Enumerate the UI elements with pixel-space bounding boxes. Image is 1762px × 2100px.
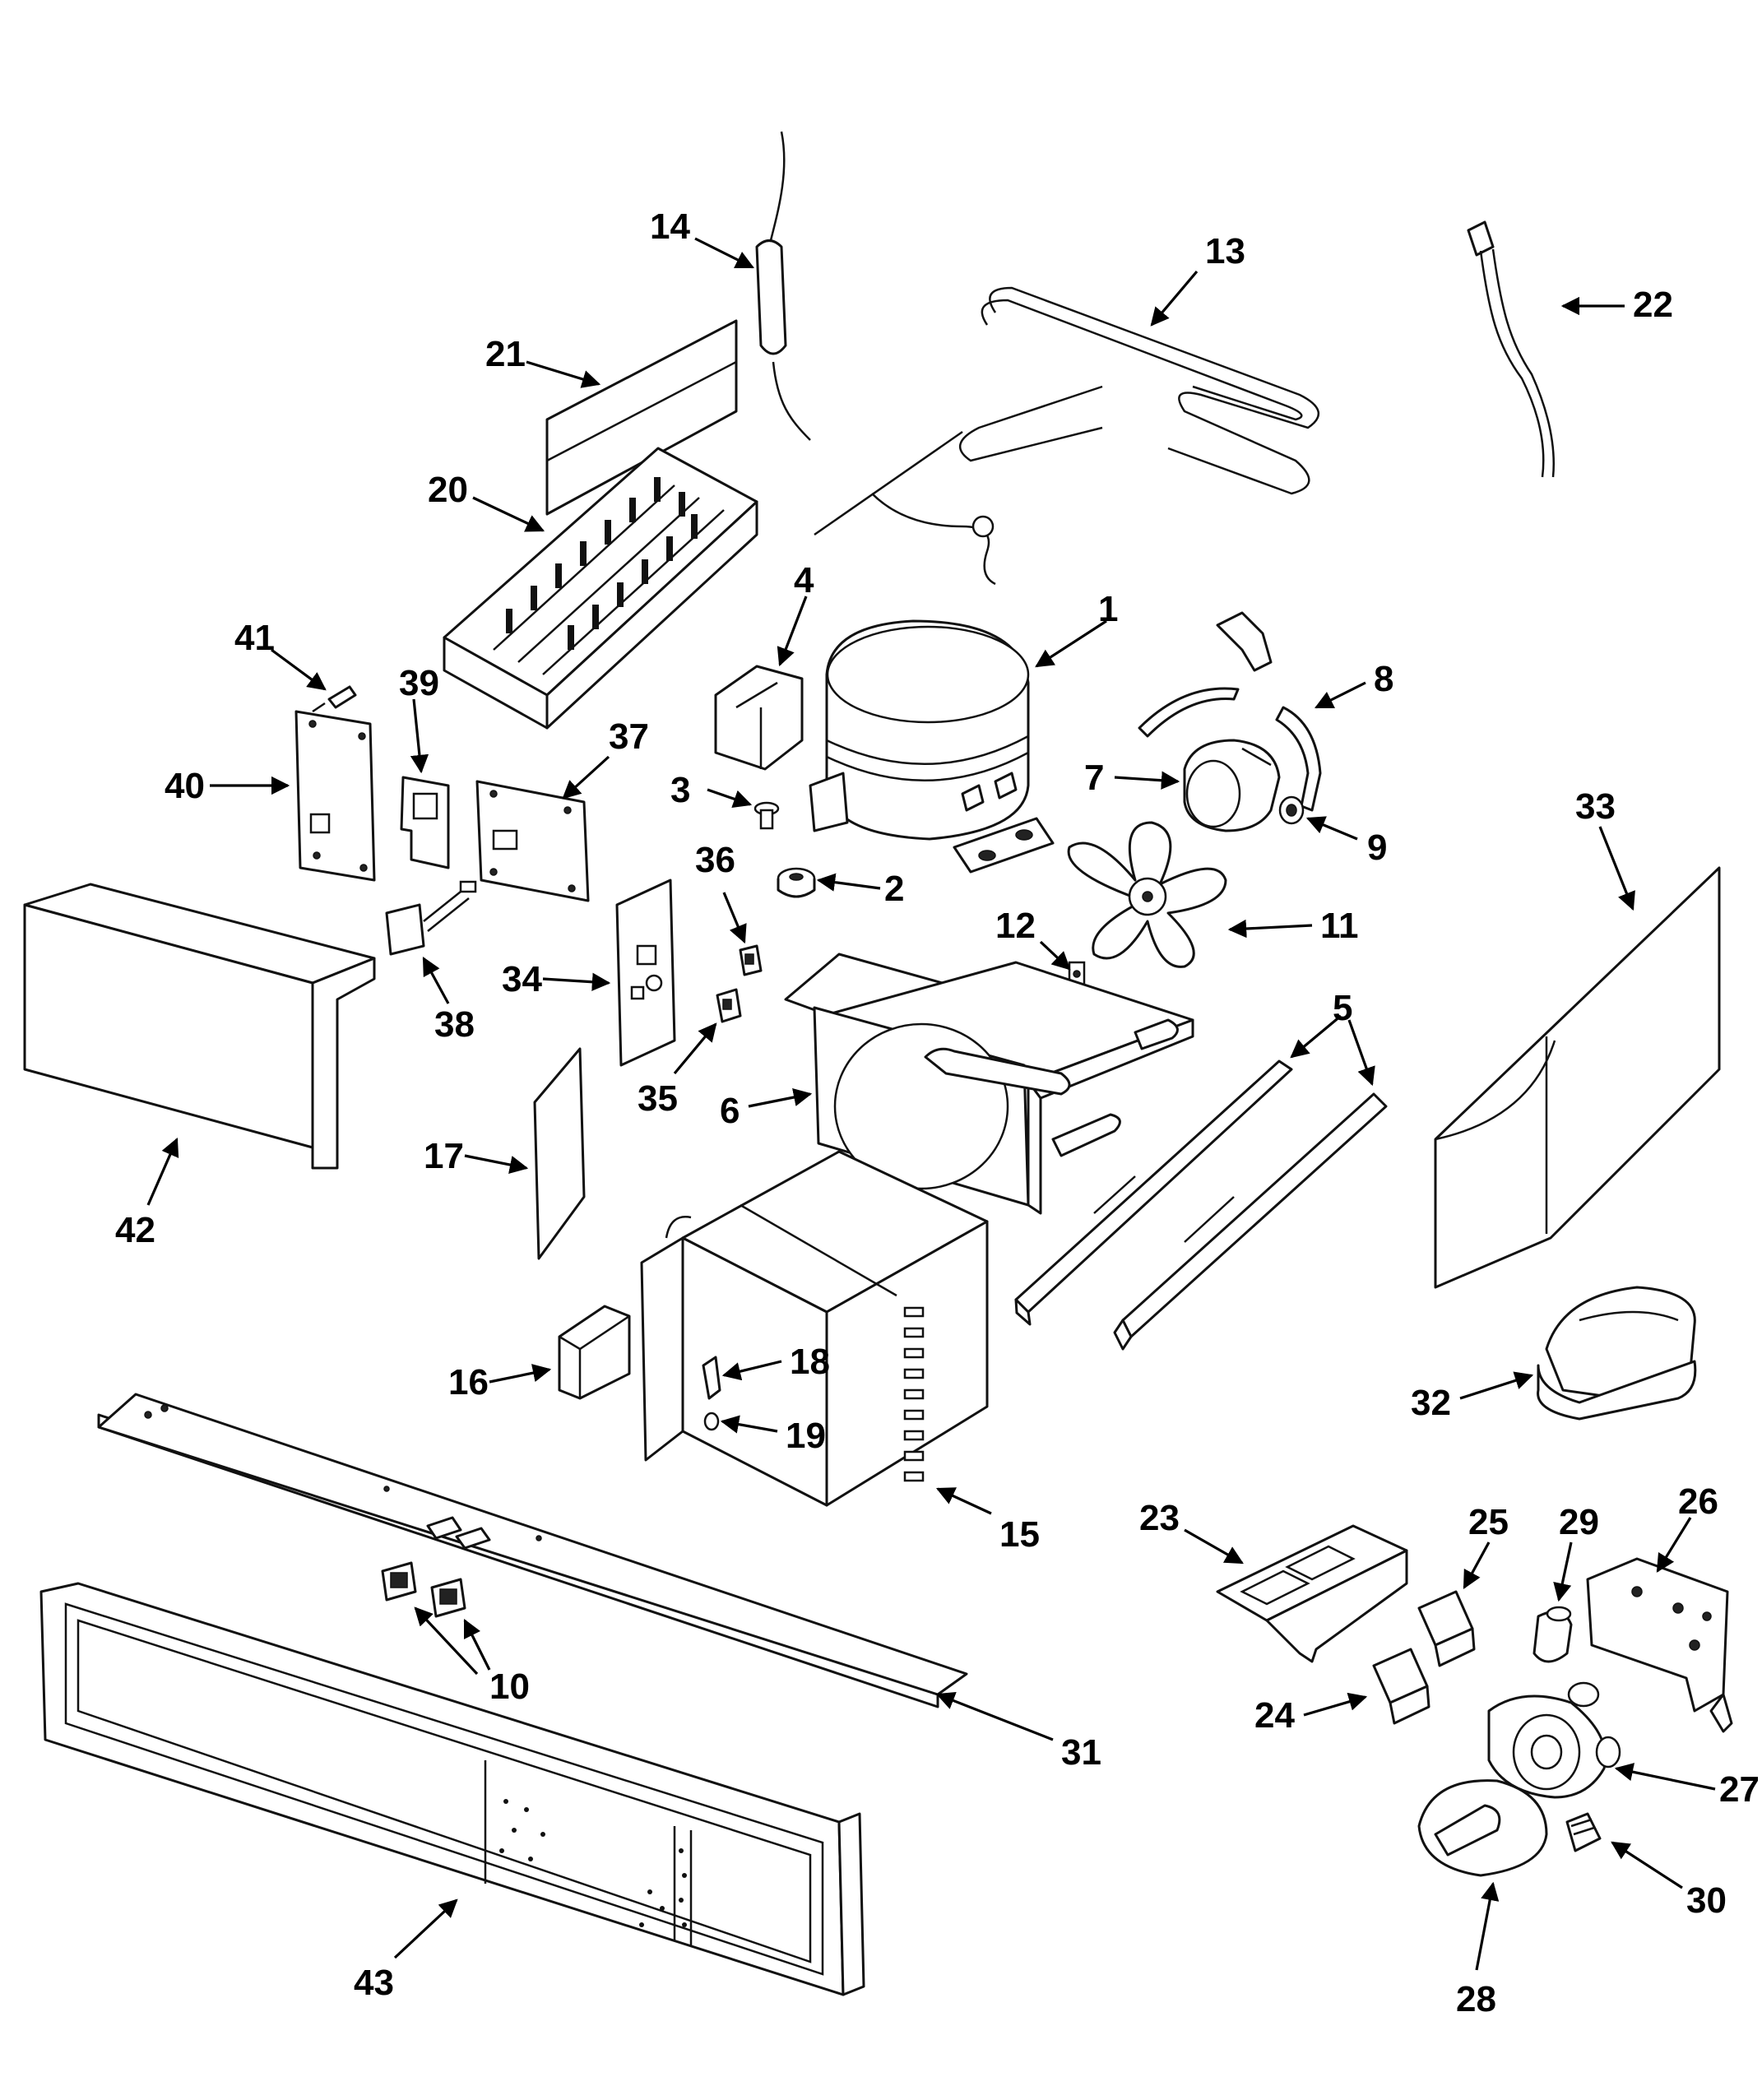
callout-42: 42 bbox=[115, 1210, 155, 1250]
part-1-compressor bbox=[809, 619, 1055, 874]
callout-22: 22 bbox=[1633, 285, 1673, 325]
callout-1: 1 bbox=[1098, 589, 1118, 629]
callout-4: 4 bbox=[794, 560, 814, 600]
callout-33: 33 bbox=[1575, 786, 1616, 827]
part-31-base-rail bbox=[97, 1393, 968, 1708]
part-26-mounting-bracket bbox=[1586, 1557, 1733, 1733]
part-37-board bbox=[475, 780, 590, 902]
callout-24: 24 bbox=[1254, 1695, 1295, 1736]
part-32-duct bbox=[1537, 1286, 1697, 1421]
callout-16: 16 bbox=[448, 1362, 489, 1402]
callout-11: 11 bbox=[1320, 906, 1359, 946]
callout-6: 6 bbox=[720, 1091, 740, 1131]
part-7-fan-motor bbox=[1183, 739, 1281, 832]
callout-28: 28 bbox=[1456, 1979, 1496, 2019]
callout-15: 15 bbox=[999, 1514, 1040, 1555]
callout-26: 26 bbox=[1678, 1481, 1718, 1522]
part-10-switches bbox=[381, 1561, 466, 1618]
part-43-grille-frame bbox=[39, 1582, 865, 1996]
part-23-bracket-plate bbox=[1216, 1524, 1408, 1663]
callout-27: 27 bbox=[1719, 1769, 1760, 1810]
part-14-drier bbox=[755, 131, 811, 441]
part-18-clip bbox=[702, 1356, 721, 1400]
callout-34: 34 bbox=[502, 959, 542, 999]
callout-17: 17 bbox=[424, 1136, 464, 1176]
part-9-nut bbox=[1278, 795, 1305, 825]
part-36-switch bbox=[739, 944, 763, 976]
part-8-bracket bbox=[1138, 611, 1322, 812]
callout-7: 7 bbox=[1084, 758, 1104, 798]
callout-29: 29 bbox=[1559, 1502, 1599, 1542]
part-30-fitting bbox=[1565, 1812, 1602, 1852]
callout-19: 19 bbox=[786, 1416, 826, 1456]
callout-3: 3 bbox=[670, 770, 690, 810]
callout-9: 9 bbox=[1367, 827, 1387, 868]
callout-14: 14 bbox=[650, 206, 690, 247]
callout-8: 8 bbox=[1374, 659, 1393, 699]
callout-18: 18 bbox=[790, 1342, 830, 1382]
callout-36: 36 bbox=[695, 840, 735, 880]
part-34-relay-bracket bbox=[615, 878, 676, 1067]
part-41-screw bbox=[312, 685, 357, 713]
callout-43: 43 bbox=[354, 1963, 394, 2003]
part-25-switch bbox=[1417, 1590, 1476, 1667]
callout-21: 21 bbox=[485, 334, 526, 374]
part-13-coil bbox=[814, 286, 1320, 586]
callout-5: 5 bbox=[1333, 988, 1352, 1028]
part-6-fan-shroud bbox=[784, 953, 1194, 1215]
part-12-clip bbox=[1068, 961, 1086, 987]
callout-31: 31 bbox=[1061, 1732, 1101, 1773]
part-2-grommet bbox=[777, 867, 816, 898]
part-3-bolt bbox=[753, 801, 780, 830]
callout-13: 13 bbox=[1205, 231, 1245, 271]
callout-2: 2 bbox=[884, 869, 904, 909]
part-24-switch bbox=[1372, 1648, 1430, 1725]
part-40-control-board bbox=[294, 710, 376, 882]
callout-20: 20 bbox=[428, 470, 468, 510]
callout-12: 12 bbox=[995, 906, 1036, 946]
part-11-fan-blade bbox=[1067, 821, 1227, 968]
part-39-board bbox=[400, 776, 450, 869]
part-42-cover-panel bbox=[23, 883, 376, 1170]
callout-40: 40 bbox=[165, 766, 205, 806]
part-17-strip bbox=[533, 1047, 586, 1260]
part-20-tray bbox=[443, 447, 758, 730]
part-22-power-cord bbox=[1467, 220, 1555, 478]
callout-23: 23 bbox=[1139, 1498, 1180, 1538]
part-33-side-panel bbox=[1434, 866, 1721, 1289]
callout-38: 38 bbox=[434, 1004, 475, 1045]
part-21-insulation bbox=[545, 319, 738, 516]
leader-lines bbox=[146, 237, 1716, 1971]
callout-10: 10 bbox=[489, 1667, 530, 1707]
part-38-harness bbox=[385, 880, 477, 956]
callout-37: 37 bbox=[609, 716, 649, 757]
part-35-switch bbox=[716, 988, 742, 1023]
callout-39: 39 bbox=[399, 663, 439, 703]
part-28-dispenser-cover bbox=[1417, 1779, 1548, 1877]
callout-41: 41 bbox=[234, 618, 275, 658]
part-29-fitting bbox=[1532, 1606, 1573, 1663]
callout-30: 30 bbox=[1686, 1880, 1727, 1921]
callout-35: 35 bbox=[638, 1078, 678, 1119]
callout-32: 32 bbox=[1411, 1383, 1451, 1423]
callout-25: 25 bbox=[1468, 1502, 1509, 1542]
part-5-rails bbox=[1014, 1059, 1388, 1351]
part-4-relay-cover bbox=[714, 665, 804, 771]
part-15-cabinet bbox=[640, 1150, 989, 1507]
callout-labels: 1 2 3 4 5 6 7 8 9 10 11 12 13 14 15 16 1… bbox=[115, 206, 1760, 2019]
part-27-valve bbox=[1487, 1681, 1621, 1799]
part-16-block bbox=[558, 1305, 631, 1400]
part-19-screw bbox=[703, 1412, 720, 1431]
